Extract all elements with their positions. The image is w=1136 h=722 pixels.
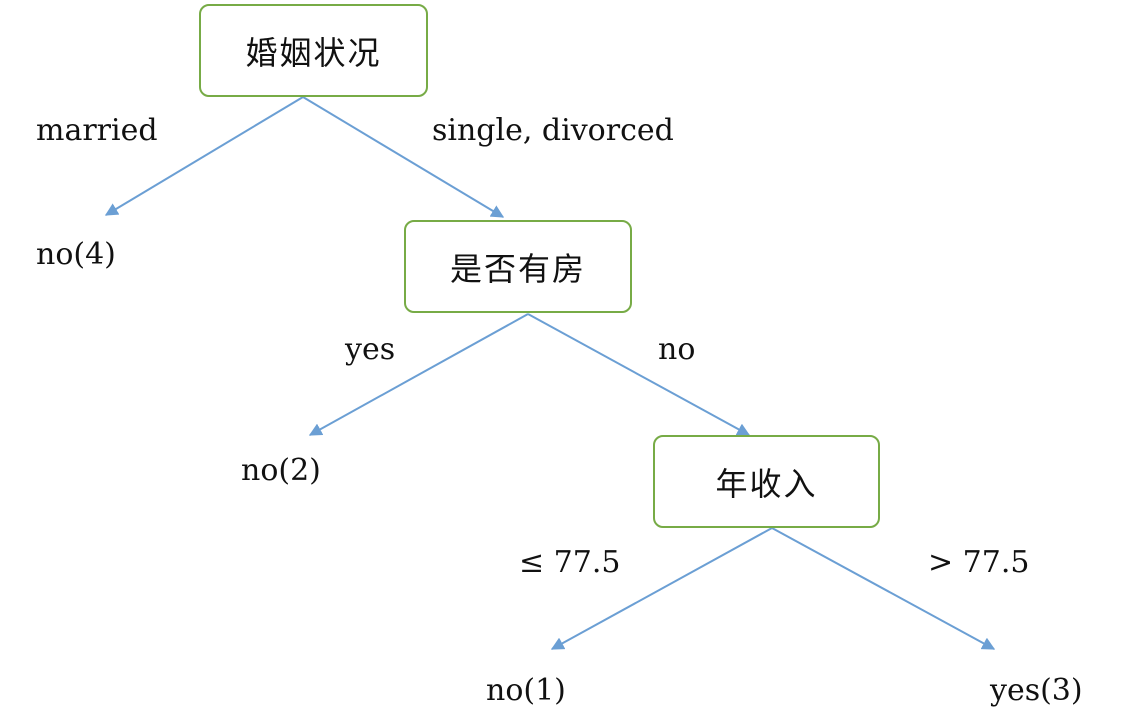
leaf-house-yes-no: no(2): [241, 453, 321, 488]
leaf-income-le-no: no(1): [486, 673, 566, 708]
edge-married: [104, 96, 304, 216]
edge-yes: [308, 313, 529, 436]
edge-label-single-divorced: single, divorced: [432, 113, 674, 148]
node-has-house: 是否有房: [404, 220, 632, 313]
leaf-income-gt-yes: yes(3): [990, 673, 1083, 708]
edge-label-yes: yes: [345, 332, 396, 367]
edge-label-married: married: [36, 113, 158, 148]
leaf-married-no: no(4): [36, 237, 116, 272]
edge-single-divorced: [302, 96, 505, 218]
edge-gt-77-5: [771, 527, 996, 650]
edge-le-77-5: [550, 527, 773, 650]
edge-label-no: no: [658, 332, 696, 367]
node-marital-status: 婚姻状况: [199, 4, 428, 97]
node-marital-status-label: 婚姻状况: [245, 33, 382, 72]
node-has-house-label: 是否有房: [449, 249, 586, 288]
edge-no: [527, 313, 751, 436]
node-annual-income-label: 年收入: [715, 464, 818, 503]
node-annual-income: 年收入: [653, 435, 880, 528]
edge-label-gt-77-5: > 77.5: [928, 545, 1030, 580]
edge-label-le-77-5: ≤ 77.5: [519, 545, 621, 580]
